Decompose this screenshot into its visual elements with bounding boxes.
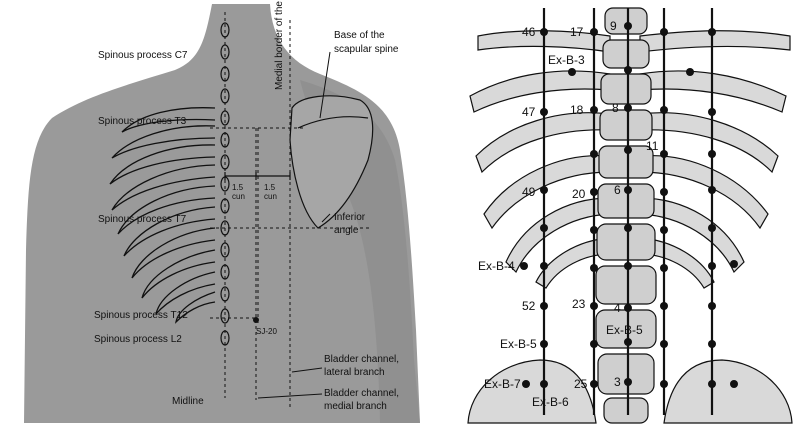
label-c7: Spinous process C7 — [98, 50, 188, 61]
label-spine-base-2: scapular spine — [334, 44, 399, 55]
point-6: 6 — [614, 183, 621, 197]
label-t12: Spinous process T12 — [94, 310, 188, 321]
label-inferior-2: angle — [334, 225, 359, 236]
label-bladder-medial-2: medial branch — [324, 401, 387, 412]
label-spine-base-1: Base of the — [334, 30, 385, 41]
point-3: 3 — [614, 375, 621, 389]
point-8: 8 — [612, 101, 619, 115]
point-25: 25 — [574, 377, 588, 391]
label-t3: Spinous process T3 — [98, 116, 187, 127]
label-bladder-medial-1: Bladder channel, — [324, 388, 399, 399]
label-midline: Midline — [172, 396, 204, 407]
point-ex-b-5-left: Ex-B-5 — [500, 337, 537, 351]
label-inferior-1: Inferior — [334, 212, 366, 223]
label-bladder-lateral-2: lateral branch — [324, 367, 385, 378]
point-11: 11 — [646, 139, 659, 153]
point-ex-b-4: Ex-B-4 — [478, 259, 515, 273]
point-4: 4 — [614, 301, 621, 315]
point-9: 9 — [610, 19, 617, 33]
label-bladder-lateral-1: Bladder channel, — [324, 354, 399, 365]
point-17: 17 — [570, 25, 584, 39]
label-dist-a-2: cun — [232, 192, 245, 201]
point-52: 52 — [522, 299, 536, 313]
right-panel: 46 17 9 Ex-B-3 47 18 8 11 49 20 6 Ex-B-4… — [458, 4, 796, 423]
label-medial-border: Medial border of the scapula — [274, 0, 285, 90]
point-23: 23 — [572, 297, 586, 311]
label-l2: Spinous process L2 — [94, 334, 182, 345]
label-dist-a-1: 1.5 — [232, 183, 244, 192]
point-ex-b-7: Ex-B-7 — [484, 377, 521, 391]
point-20: 20 — [572, 187, 586, 201]
point-18: 18 — [570, 103, 584, 117]
left-panel: Spinous process C7 Spinous process T3 Sp… — [10, 0, 442, 423]
point-ex-b-5-center: Ex-B-5 — [606, 323, 643, 337]
point-49: 49 — [522, 185, 536, 199]
sj-20-point — [253, 317, 259, 323]
label-dist-b-1: 1.5 — [264, 183, 276, 192]
point-ex-b-6: Ex-B-6 — [532, 395, 569, 409]
point-47: 47 — [522, 105, 536, 119]
label-t7: Spinous process T7 — [98, 214, 187, 225]
label-dist-b-2: cun — [264, 192, 277, 201]
label-sj-20: SJ-20 — [256, 327, 277, 336]
point-46: 46 — [522, 25, 536, 39]
point-ex-b-3: Ex-B-3 — [548, 53, 585, 67]
